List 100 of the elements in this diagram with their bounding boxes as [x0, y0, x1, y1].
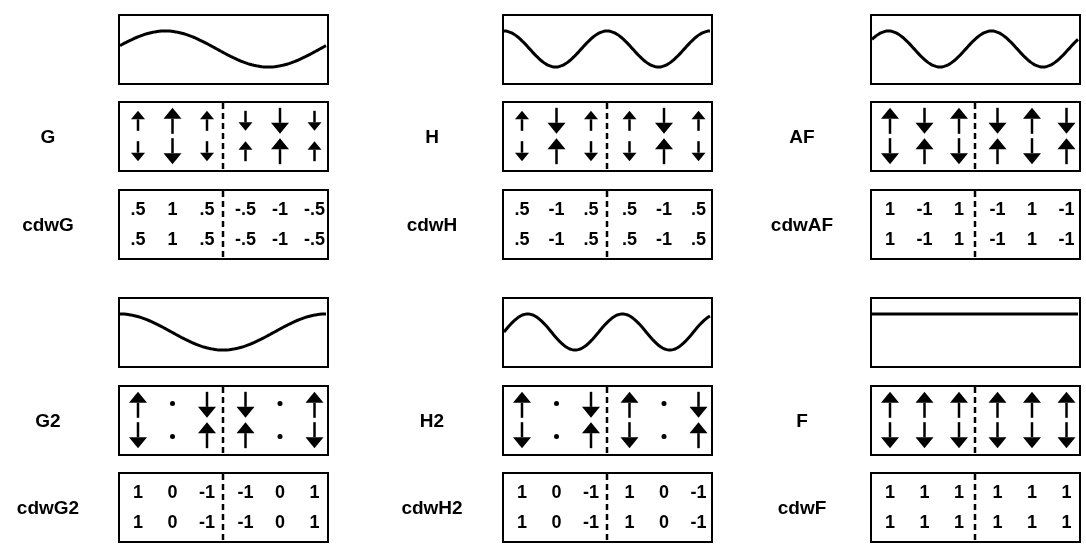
- spin-panel: [118, 101, 329, 172]
- value-panel: [870, 189, 1081, 260]
- cdw-value: 0: [659, 481, 669, 502]
- cdw-value: 1: [885, 481, 895, 502]
- cdw-value: .5: [583, 198, 599, 219]
- cdw-value: 1: [624, 512, 635, 533]
- cdw-value: -1: [272, 198, 288, 219]
- cdw-value: -1: [583, 512, 599, 533]
- row-label: cdwH2: [401, 496, 463, 519]
- value-panel: [502, 472, 713, 543]
- cdw-value: 1: [517, 481, 527, 502]
- cdw-value: .5: [622, 229, 637, 250]
- row-label: G2: [35, 409, 61, 432]
- cdw-value: 0: [167, 512, 178, 533]
- wave-panel: [870, 297, 1081, 368]
- cdw-value: -1: [656, 229, 672, 250]
- cdw-value: 1: [1061, 481, 1072, 502]
- spin-panel: [118, 385, 329, 456]
- cdw-value: -1: [583, 481, 599, 502]
- cdw-value: 1: [954, 198, 964, 219]
- wave-panel: [502, 14, 713, 85]
- cdw-value: 1: [517, 512, 527, 533]
- cdw-value: -1: [916, 229, 933, 250]
- cdw-value: 1: [624, 481, 635, 502]
- cdw-value: -1: [916, 198, 933, 219]
- cdw-value: 1: [309, 481, 320, 502]
- cdw-value: 1: [919, 481, 930, 502]
- cdw-value: -1: [237, 512, 254, 533]
- cdw-value: 1: [1061, 512, 1072, 533]
- cdw-value: 1: [309, 512, 320, 533]
- cdw-value: 1: [1027, 512, 1037, 533]
- row-label: cdwG2: [16, 496, 80, 519]
- cdw-value: .5: [583, 229, 599, 250]
- cdw-value: 1: [954, 229, 964, 250]
- cdw-value: -1: [548, 198, 565, 219]
- cdw-value: -.5: [235, 229, 256, 250]
- spin-panel: [870, 101, 1081, 172]
- spin-panel: [502, 101, 713, 172]
- cdw-value: 1: [919, 512, 930, 533]
- row-label: H: [425, 125, 439, 148]
- cdw-value: .5: [691, 229, 706, 250]
- cdw-value: .5: [691, 198, 706, 219]
- cdw-value: 0: [551, 481, 562, 502]
- cdw-value: -1: [656, 198, 672, 219]
- cdw-value: 1: [1027, 198, 1037, 219]
- cdw-value: 1: [133, 481, 143, 502]
- cdw-value: 1: [954, 481, 964, 502]
- cdw-value: 1: [133, 512, 143, 533]
- cdw-value: 1: [992, 481, 1003, 502]
- cdw-value: .5: [514, 198, 530, 219]
- cdw-value: -.5: [304, 229, 325, 250]
- cdw-value: 1: [167, 229, 178, 250]
- value-panel: [870, 472, 1081, 543]
- cdw-value: -.5: [304, 198, 325, 219]
- value-panel: [118, 189, 329, 260]
- cdw-value: 0: [551, 512, 562, 533]
- cdw-value: -1: [989, 229, 1006, 250]
- cdw-value: 1: [167, 198, 178, 219]
- cdw-value: 1: [885, 229, 895, 250]
- cdw-value: -1: [690, 481, 707, 502]
- cdw-value: -1: [1058, 198, 1075, 219]
- cdw-value: .5: [199, 229, 215, 250]
- spin-panel: [502, 385, 713, 456]
- row-label: AF: [789, 125, 815, 148]
- wave-panel: [118, 14, 329, 85]
- cdw-value: 0: [167, 481, 178, 502]
- spin-panel: [870, 385, 1081, 456]
- cdw-value: -1: [199, 512, 215, 533]
- value-panel: [118, 472, 329, 543]
- cdw-value: 1: [1027, 229, 1037, 250]
- cdw-value: .5: [514, 229, 530, 250]
- row-label: cdwF: [777, 496, 827, 519]
- row-label: cdwH: [406, 213, 458, 236]
- cdw-value: 1: [1027, 481, 1037, 502]
- cdw-value: .5: [130, 229, 146, 250]
- cdw-value: 1: [992, 512, 1003, 533]
- wave-panel: [870, 14, 1081, 85]
- row-label: F: [796, 409, 808, 432]
- cdw-value: -1: [237, 481, 254, 502]
- cdw-value: -1: [199, 481, 215, 502]
- cdw-value: -1: [989, 198, 1006, 219]
- cdw-value: 0: [275, 481, 285, 502]
- cdw-value: -1: [690, 512, 707, 533]
- cdw-value: -1: [548, 229, 565, 250]
- cdw-value: -.5: [235, 198, 256, 219]
- wave-panel: [502, 297, 713, 368]
- cdw-value: 1: [885, 198, 895, 219]
- cdw-value: .5: [622, 198, 637, 219]
- cdw-value: -1: [1058, 229, 1075, 250]
- row-label: cdwAF: [770, 213, 834, 236]
- row-label: G: [40, 125, 56, 148]
- cdw-value: 1: [885, 512, 895, 533]
- cdw-value: .5: [130, 198, 146, 219]
- cdw-value: -1: [272, 229, 288, 250]
- cdw-value: 1: [954, 512, 964, 533]
- row-label: cdwG: [22, 213, 74, 236]
- cdw-value: 0: [659, 512, 669, 533]
- value-panel: [502, 189, 713, 260]
- wave-panel: [118, 297, 329, 368]
- cdw-value: .5: [199, 198, 215, 219]
